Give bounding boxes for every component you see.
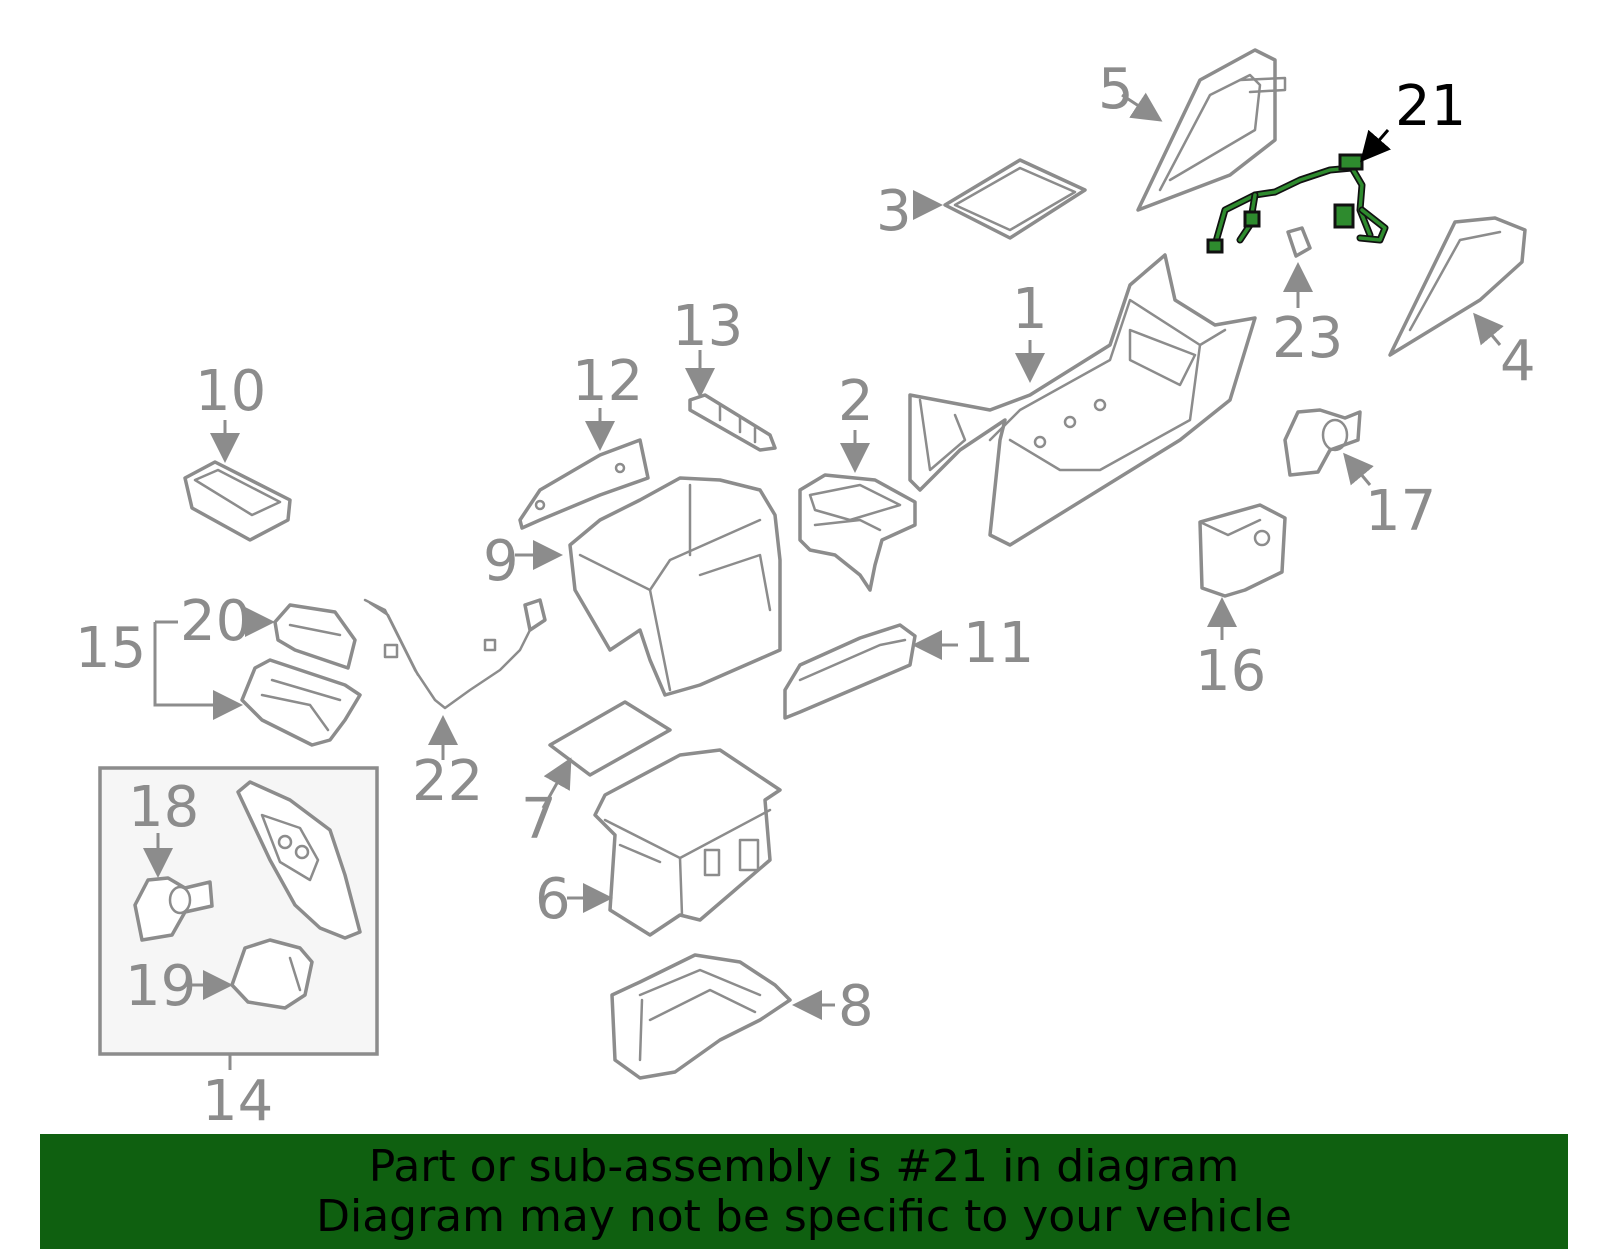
part-22-harness[interactable] xyxy=(363,598,547,710)
label-18: 18 xyxy=(128,775,199,840)
label-11: 11 xyxy=(963,611,1034,676)
label-6: 6 xyxy=(535,867,571,932)
label-5: 5 xyxy=(1098,57,1134,122)
notice-banner: Part or sub-assembly is #21 in diagram D… xyxy=(40,1134,1568,1249)
part-20-switch-panel[interactable] xyxy=(273,603,357,670)
part-15-bezel[interactable] xyxy=(240,658,362,747)
label-23: 23 xyxy=(1272,306,1343,371)
label-15: 15 xyxy=(75,616,146,681)
part-11-strip[interactable] xyxy=(783,623,917,720)
part-1-console-body[interactable] xyxy=(908,253,1257,547)
part-10-tray[interactable] xyxy=(183,460,292,542)
part-4-side-panel[interactable] xyxy=(1388,216,1527,357)
label-7: 7 xyxy=(521,787,557,852)
part-6-lower-console[interactable] xyxy=(593,748,782,937)
label-22: 22 xyxy=(412,749,483,814)
label-17: 17 xyxy=(1365,479,1436,544)
label-12: 12 xyxy=(572,349,643,414)
label-9: 9 xyxy=(483,529,519,594)
label-14: 14 xyxy=(202,1069,273,1134)
part-16-box[interactable] xyxy=(1198,503,1287,598)
kit-bezel-panel[interactable] xyxy=(236,780,362,940)
label-1: 1 xyxy=(1012,277,1048,342)
label-8: 8 xyxy=(838,974,874,1039)
label-10: 10 xyxy=(195,359,266,424)
banner-line-2: Diagram may not be specific to your vehi… xyxy=(316,1191,1292,1242)
part-5-trim-panel[interactable] xyxy=(1136,48,1287,212)
part-3-lid-pad[interactable] xyxy=(943,158,1087,240)
label-3: 3 xyxy=(876,179,912,244)
part-2-bracket[interactable] xyxy=(798,473,917,592)
part-13-strip[interactable] xyxy=(688,393,777,452)
label-13: 13 xyxy=(672,294,743,359)
part-19-cover[interactable] xyxy=(230,938,314,1010)
part-17-switch[interactable] xyxy=(1283,408,1362,477)
part-12-side-trim[interactable] xyxy=(518,438,650,530)
part-7-mat[interactable] xyxy=(548,700,672,777)
label-21: 21 xyxy=(1395,74,1466,139)
label-19: 19 xyxy=(125,954,196,1019)
label-20: 20 xyxy=(180,589,251,654)
label-16: 16 xyxy=(1195,639,1266,704)
banner-line-1: Part or sub-assembly is #21 in diagram xyxy=(368,1141,1240,1192)
part-8-base-bracket[interactable] xyxy=(610,953,792,1080)
label-4: 4 xyxy=(1500,329,1536,394)
label-2: 2 xyxy=(838,369,874,434)
part-18-switch[interactable] xyxy=(133,876,214,942)
part-9-main-bin[interactable] xyxy=(568,476,782,697)
part-23-clip[interactable] xyxy=(1286,226,1312,258)
